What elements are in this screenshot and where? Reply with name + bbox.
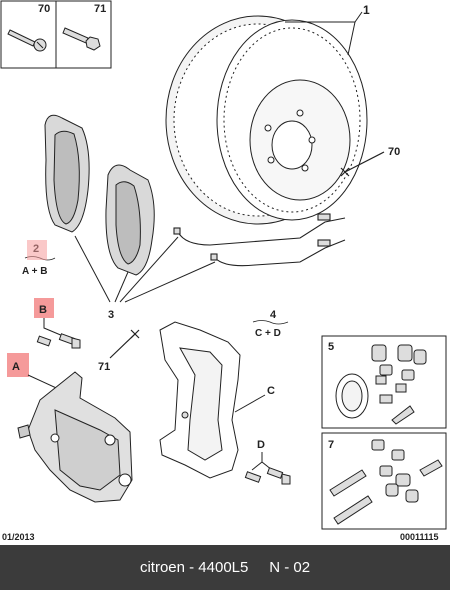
date-label: 01/2013 <box>2 532 35 542</box>
callout-71-top: 71 <box>94 3 106 15</box>
seal-kit-5-icon <box>335 344 427 425</box>
callout-D: D <box>257 439 265 451</box>
callout-4-divider <box>252 320 289 325</box>
callout-70-leader <box>340 151 385 177</box>
brake-pad-inner <box>105 164 155 276</box>
callout-5: 5 <box>328 341 334 353</box>
callout-70: 70 <box>388 146 400 158</box>
callout-3-leader <box>74 235 216 303</box>
callout-2-highlight <box>27 240 47 260</box>
callout-71: 71 <box>98 361 110 373</box>
callout-4-sub: C + D <box>255 328 281 339</box>
callout-4: 4 <box>270 309 277 321</box>
callout-A: A <box>12 361 20 373</box>
caliper-carrier <box>159 321 241 479</box>
footer-text: citroen - 4400L5 N - 02 <box>139 559 311 576</box>
callout-1-leader <box>285 11 363 56</box>
diagram-code: 00011115 <box>400 532 439 542</box>
callout-C-leader <box>234 394 266 413</box>
screw-inset-boxes <box>0 0 112 69</box>
callout-71-leader <box>109 329 140 359</box>
brake-pad-outer <box>44 114 90 233</box>
wear-sensor-cable <box>173 213 346 267</box>
screw-71-icon <box>62 27 101 51</box>
callout-2-sub: A + B <box>22 266 47 277</box>
kit-5-box <box>321 335 447 429</box>
bolt-D-icon <box>244 452 291 485</box>
parts-diagram: 70 71 1 70 <box>0 0 447 542</box>
callout-1: 1 <box>363 3 370 17</box>
guide-pin-kit-7-icon <box>329 439 443 525</box>
brake-caliper <box>17 371 133 503</box>
bolt-B-icon <box>36 318 81 349</box>
callout-3: 3 <box>108 309 114 321</box>
screw-70-icon <box>7 29 47 52</box>
callout-C: C <box>267 385 275 397</box>
callout-70-top: 70 <box>38 3 50 15</box>
callout-B-highlight <box>34 298 54 318</box>
callout-7: 7 <box>328 439 334 451</box>
callout-A-highlight <box>7 353 29 377</box>
callout-B: B <box>39 304 47 316</box>
brake-disc <box>165 15 368 225</box>
kit-7-box <box>321 432 447 530</box>
footer-bar: citroen - 4400L5 N - 02 <box>0 545 450 590</box>
